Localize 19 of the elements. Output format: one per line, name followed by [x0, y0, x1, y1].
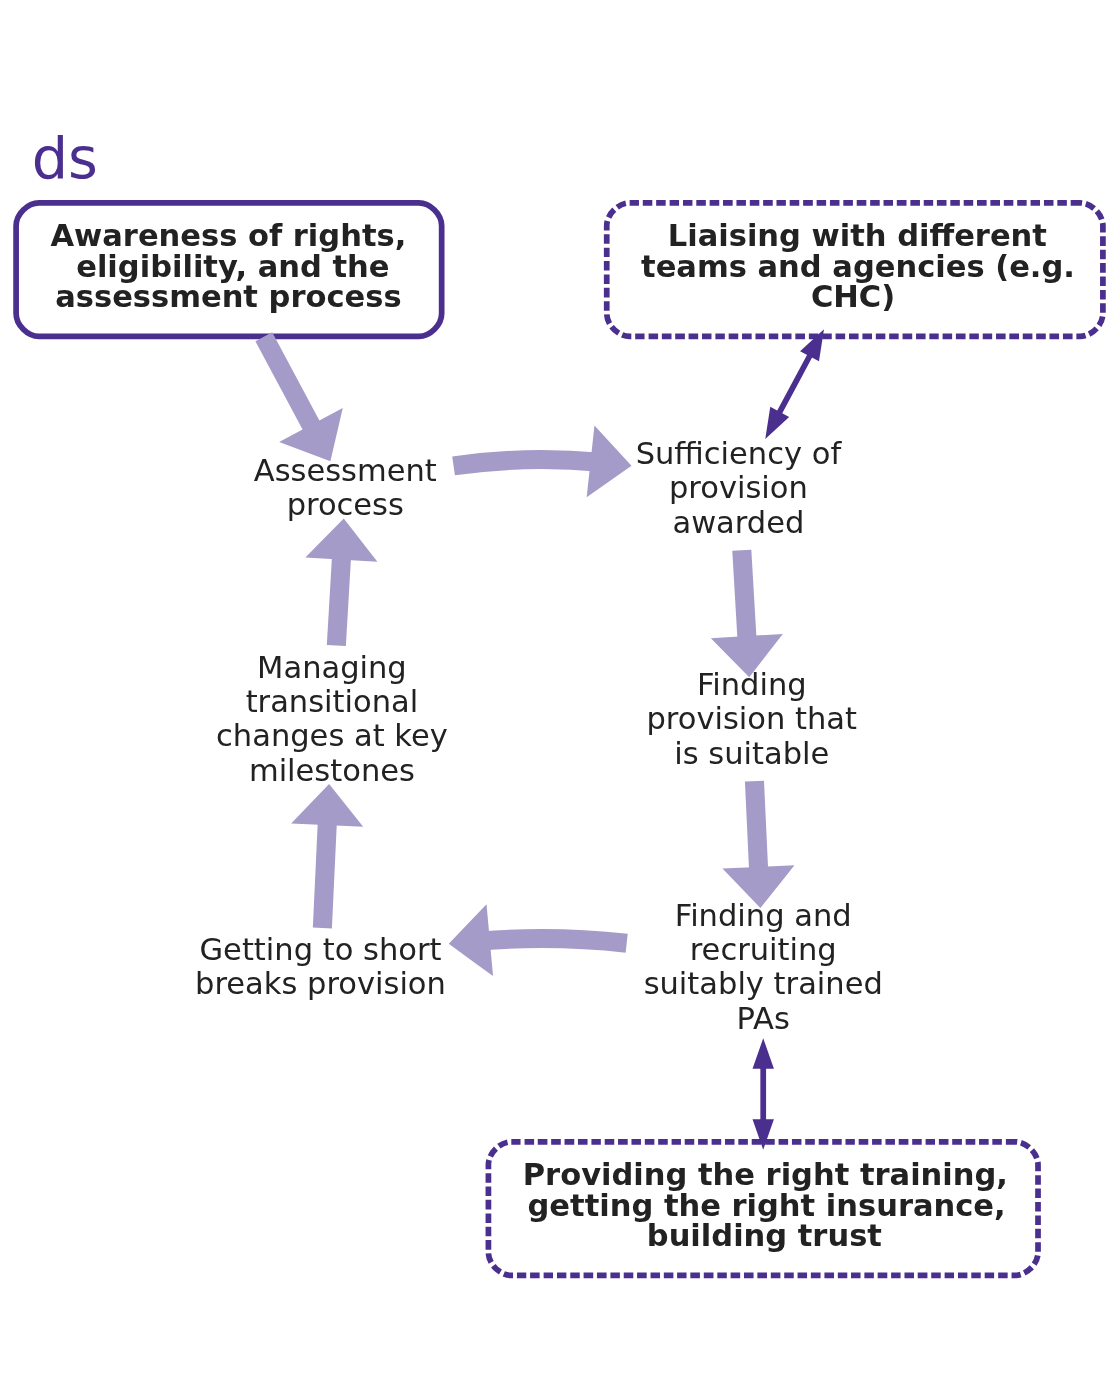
node-text: Finding and recruiting suitably trained PAs: [643, 897, 883, 1036]
arrow: [448, 904, 628, 977]
node-text: Assessment process: [253, 453, 437, 523]
node-box: Providing the right training, getting the right insurance, building trust: [485, 1138, 1041, 1279]
arrow: [710, 549, 783, 678]
arrow: [765, 329, 824, 439]
node-text: Getting to short breaks provision: [195, 932, 446, 1002]
node-box: Liaising with different teams and agencies (e.g. CHC): [603, 200, 1106, 340]
arrow: [305, 518, 378, 647]
diagram-title: ds: [31, 125, 98, 193]
arrow: [722, 780, 795, 909]
arrow: [452, 425, 632, 498]
node-text: Sufficiency of provision awarded: [635, 435, 842, 540]
arrow: [255, 332, 343, 462]
node-text: Finding provision that is suitable: [646, 666, 858, 771]
arrow: [752, 1038, 774, 1150]
arrow: [291, 784, 364, 929]
node-box: Awareness of rights, eligibility, and the assessment process: [13, 200, 445, 340]
node-text: Managing transitional changes at key milestones: [216, 649, 448, 788]
